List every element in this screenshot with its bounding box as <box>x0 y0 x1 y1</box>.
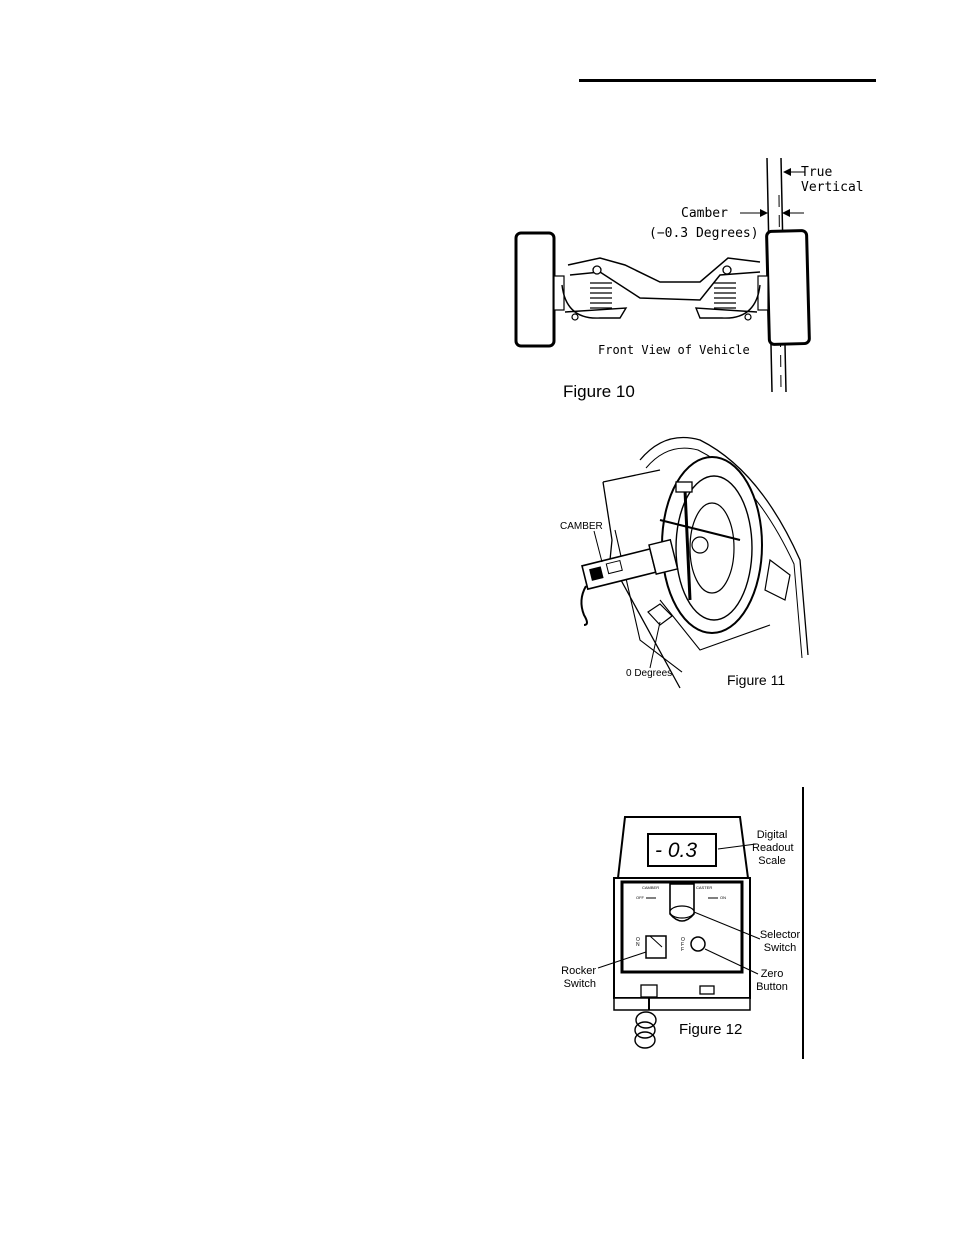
zero-button-label: Zero Button <box>752 968 792 994</box>
true-vertical-label: True Vertical <box>801 165 864 195</box>
camber-label: Camber <box>681 206 728 221</box>
selector-switch-label: Selector Switch <box>758 929 802 955</box>
digital-readout-display: - 0.3 <box>655 839 698 862</box>
figure-10-caption: Figure 10 <box>563 382 635 401</box>
dial-off-label: OFF <box>636 895 644 900</box>
camber-value: (−0.3 Degrees) <box>649 226 759 241</box>
digital-readout-line-3: Scale <box>758 855 786 867</box>
figure-11-caption: Figure 11 <box>727 672 786 688</box>
selector-switch-line-1: Selector <box>759 929 801 941</box>
digital-readout-label: Digital Readout Scale <box>752 829 794 868</box>
rocker-switch-line-1: Rocker <box>561 965 596 977</box>
rocker-on-label: ON <box>636 937 640 948</box>
zero-button-line-2: Button <box>756 981 788 993</box>
dial-on-label: ON <box>720 895 726 900</box>
true-vertical-line-1: True <box>801 165 833 180</box>
true-vertical-line-2: Vertical <box>801 180 864 195</box>
dial-caster-label: CASTER <box>696 885 713 890</box>
rocker-off-label: OFF <box>681 937 685 953</box>
digital-readout-line-1: Digital <box>756 829 788 841</box>
margin-bar <box>802 787 804 1059</box>
front-view-label: Front View of Vehicle <box>598 343 750 357</box>
camber-gauge-label: CAMBER <box>560 521 603 532</box>
dial-camber-label: CAMBER <box>642 885 660 890</box>
zero-degrees-label: 0 Degrees <box>626 668 673 679</box>
rocker-switch-label: Rocker Switch <box>560 965 598 991</box>
selector-switch-line-2: Switch <box>763 942 797 954</box>
rocker-switch-line-2: Switch <box>563 978 596 990</box>
zero-button-line-1: Zero <box>760 968 784 980</box>
digital-readout-line-2: Readout <box>752 842 794 854</box>
figure-12-caption: Figure 12 <box>679 1021 743 1038</box>
header-rule <box>579 79 876 82</box>
